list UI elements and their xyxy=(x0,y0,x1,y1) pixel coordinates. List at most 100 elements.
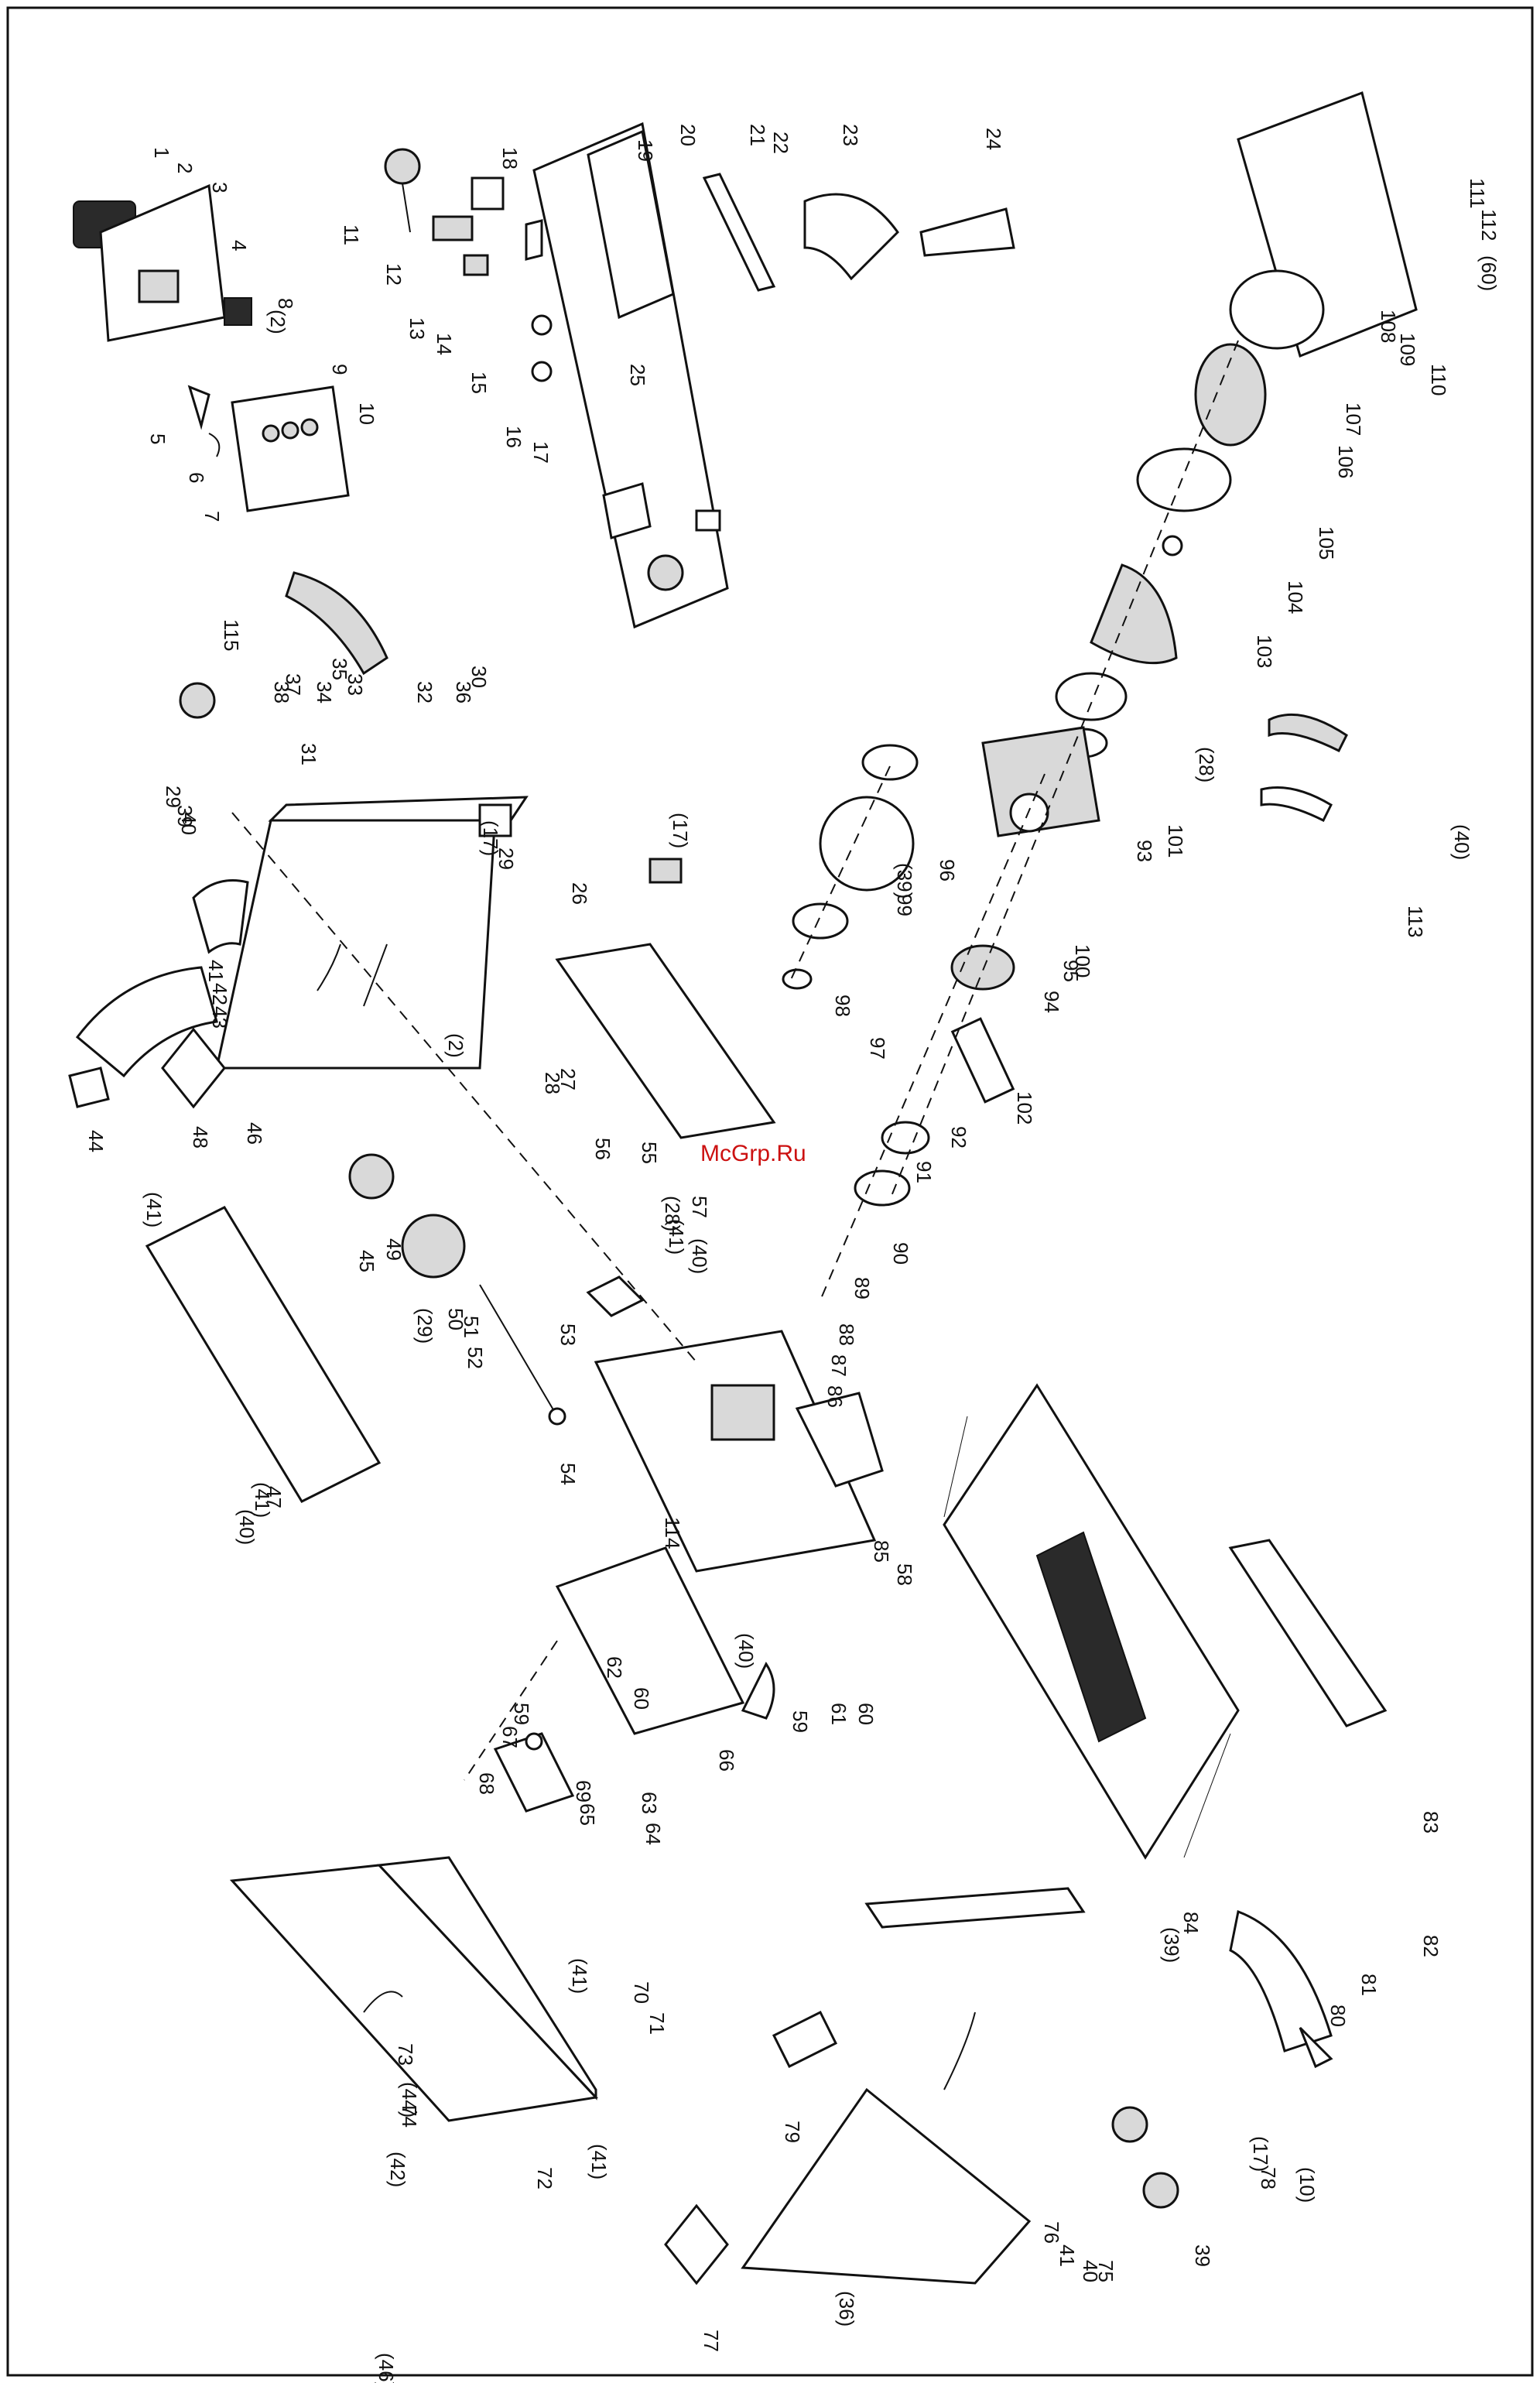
fence-bracket xyxy=(602,482,652,539)
gear-93 xyxy=(950,944,1015,991)
callout-label: (29) xyxy=(413,1308,436,1344)
callout-label: 22 xyxy=(769,132,792,154)
callout-label: 92 xyxy=(947,1126,970,1149)
callout-label: 47 xyxy=(262,1486,286,1508)
callout-label: 37 xyxy=(282,673,305,696)
switch-key xyxy=(187,385,210,430)
callout-label: 70 xyxy=(630,1981,653,2004)
callout-label: 80 xyxy=(1326,2005,1350,2027)
callout-label: 9 xyxy=(328,364,351,375)
switch-cutout xyxy=(138,269,180,303)
callout-label: 11 xyxy=(340,224,363,245)
pointer-36 xyxy=(772,2010,838,2069)
callout-label: 105 xyxy=(1315,526,1338,560)
armature xyxy=(1090,563,1178,665)
callout-label: 84 xyxy=(1179,1912,1203,1934)
trunnion-plate xyxy=(555,1546,745,1735)
table-insert xyxy=(1035,1531,1147,1743)
callout-label: 29 xyxy=(495,847,518,870)
callout-label: (17) xyxy=(669,813,692,848)
handwheel-49 xyxy=(348,1153,395,1200)
callout-label: 83 xyxy=(1419,1811,1442,1833)
callout-label: 73 xyxy=(394,2043,417,2066)
callout-label: (40) xyxy=(235,1509,258,1545)
callout-label: 31 xyxy=(297,743,320,765)
blade-guard xyxy=(1229,1909,1333,2069)
callout-label: (17) xyxy=(479,820,502,856)
callout-label: 115 xyxy=(220,619,243,651)
callout-label: 18 xyxy=(498,147,522,169)
extension-82 xyxy=(1228,1539,1388,1727)
flange-99 xyxy=(861,744,919,781)
callout-label: 12 xyxy=(382,263,406,286)
callout-label: 74 xyxy=(398,2105,421,2128)
fence-bar-face xyxy=(587,129,675,320)
callout-label: 97 xyxy=(866,1037,889,1060)
callout-label: 16 xyxy=(502,426,525,448)
callout-label: 94 xyxy=(1040,991,1063,1013)
callout-label: 90 xyxy=(889,1242,912,1265)
callout-label: 89 xyxy=(850,1277,874,1299)
callout-label: 32 xyxy=(413,681,436,704)
callout-label: 41 xyxy=(1056,2244,1079,2267)
callout-label: 113 xyxy=(1404,906,1427,937)
callout-label: (17) xyxy=(1249,2136,1272,2172)
callout-label: 60 xyxy=(854,1703,878,1725)
callout-label: 64 xyxy=(642,1823,665,1845)
nut-96 xyxy=(782,968,813,990)
callout-label: 75 xyxy=(1094,2260,1117,2282)
callout-label: (40) xyxy=(688,1238,711,1274)
callout-label: 17 xyxy=(529,441,553,464)
callout-label: (41) xyxy=(587,2144,611,2179)
switch-plug xyxy=(224,297,252,326)
fence-block xyxy=(471,176,505,211)
callout-label: 28 xyxy=(541,1072,564,1094)
callout-label: 107 xyxy=(1342,402,1365,436)
switch-clip xyxy=(208,433,221,457)
callout-label: 29 xyxy=(162,786,185,808)
callout-label: 19 xyxy=(634,139,657,162)
callout-label: 66 xyxy=(715,1749,738,1772)
callout-label: 82 xyxy=(1419,1935,1442,1957)
callout-label: 53 xyxy=(556,1323,580,1346)
callout-label: 13 xyxy=(406,317,429,340)
callout-label: (40) xyxy=(1450,824,1473,860)
callout-label: 39 xyxy=(173,805,197,827)
callout-label: 69 xyxy=(572,1780,595,1803)
bracket-75 xyxy=(741,2087,1032,2285)
callout-label: 111 xyxy=(1466,178,1489,209)
callout-label: 58 xyxy=(893,1563,916,1586)
callout-label: 63 xyxy=(638,1792,661,1814)
callout-label: 76 xyxy=(1040,2221,1063,2244)
callout-label: 36 xyxy=(452,681,475,704)
callout-label: 59 xyxy=(789,1710,812,1733)
callout-label: 54 xyxy=(556,1463,580,1485)
callout-label: 23 xyxy=(839,124,862,146)
table-assembly xyxy=(943,1383,1388,1860)
callout-label: 7 xyxy=(200,511,224,522)
callout-label: 109 xyxy=(1396,333,1419,366)
callout-label: 3 xyxy=(208,182,231,193)
callout-label: 4 xyxy=(228,240,251,251)
callout-label: 79 xyxy=(781,2121,804,2143)
callout-label: 51 xyxy=(460,1316,483,1338)
guard-78 xyxy=(1229,1909,1333,2053)
callout-label: 99 xyxy=(893,894,916,916)
callout-label: (41) xyxy=(665,1219,688,1255)
callout-label: 35 xyxy=(328,658,351,680)
callout-label: 55 xyxy=(638,1142,661,1164)
callout-label: 57 xyxy=(688,1196,711,1218)
callout-label: 96 xyxy=(936,859,959,882)
callout-label: (28) xyxy=(1195,747,1218,782)
terminal-plate xyxy=(231,385,350,512)
callout-label: 33 xyxy=(344,673,367,696)
callout-label: 44 xyxy=(84,1130,108,1152)
callout-label: 104 xyxy=(1284,580,1307,614)
fence-bar xyxy=(532,122,729,629)
callout-label: 25 xyxy=(626,364,649,386)
lead-screw xyxy=(479,1284,558,1417)
trunnion-assembly xyxy=(493,1330,884,1813)
miter-protractor xyxy=(803,193,899,281)
callout-label: (41) xyxy=(251,1482,274,1518)
callout-label: 21 xyxy=(746,124,769,146)
